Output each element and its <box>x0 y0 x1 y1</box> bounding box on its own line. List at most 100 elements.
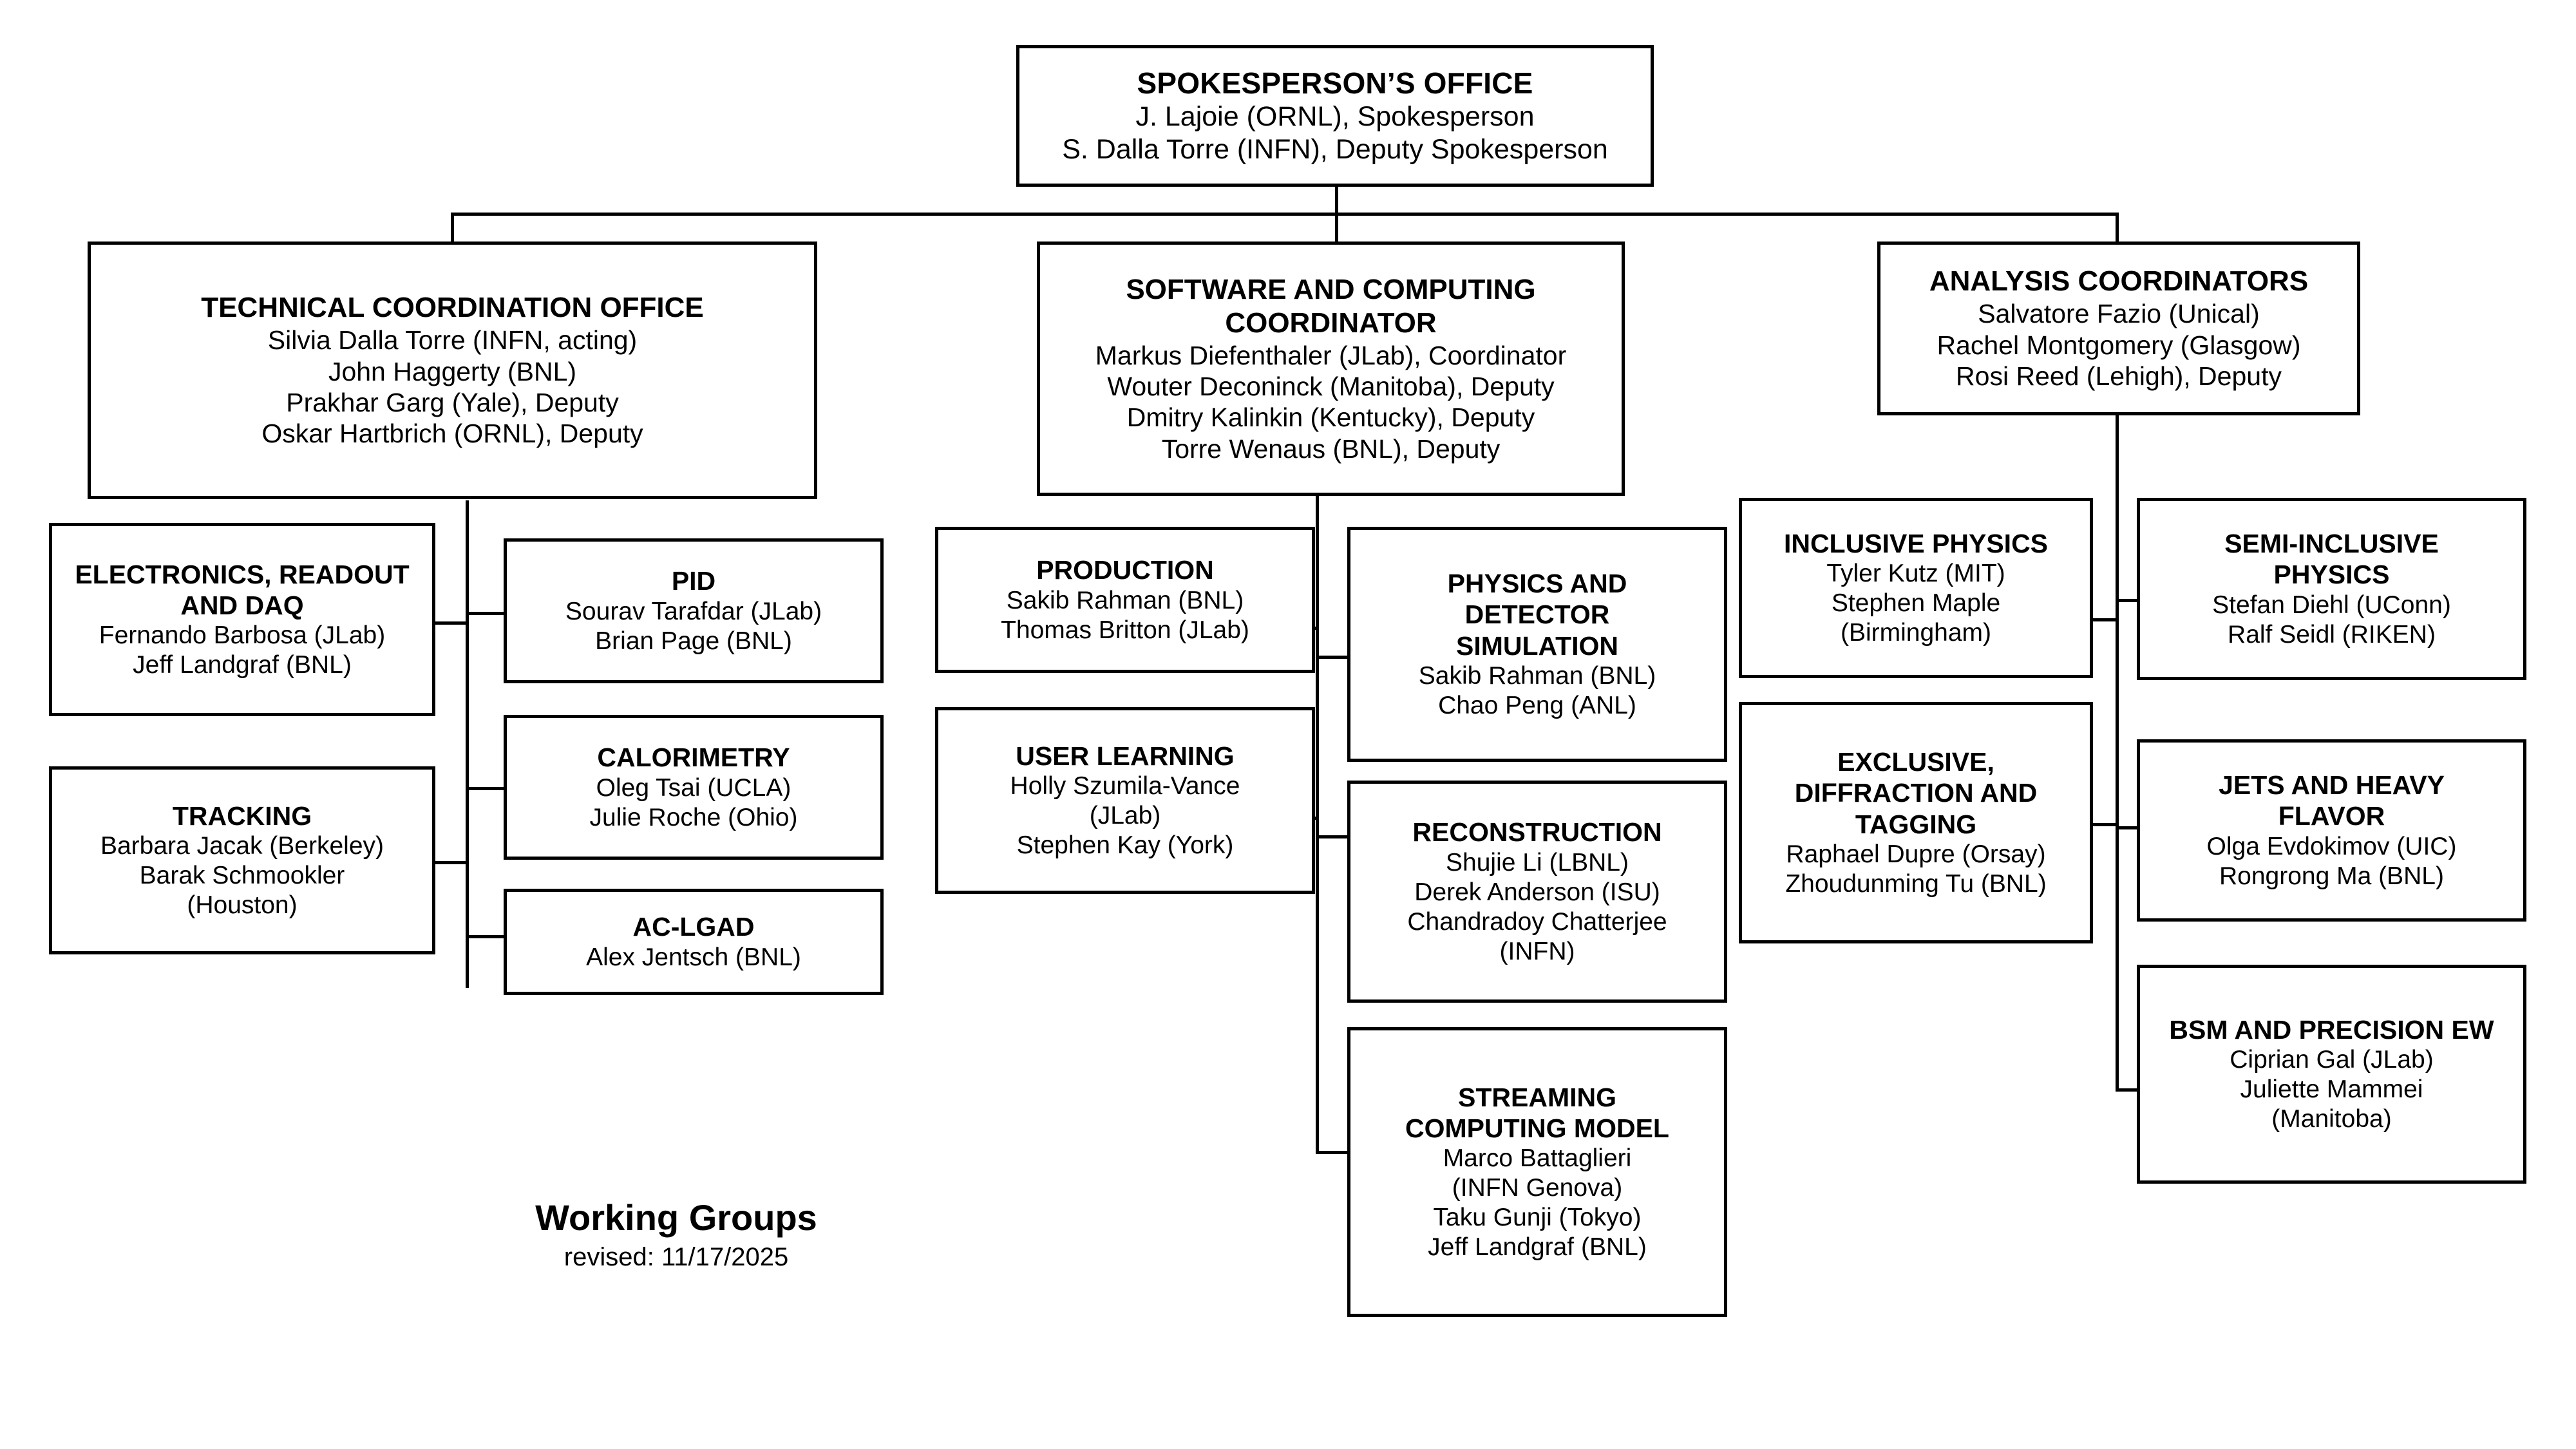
connector-sc-spine <box>1316 496 1319 1153</box>
node-member: Rosi Reed (Lehigh), Deputy <box>1956 361 2282 392</box>
node-member: Fernando Barbosa (JLab) <box>99 621 386 650</box>
node-title: STREAMING COMPUTING MODEL <box>1405 1082 1669 1143</box>
node-exclusive-diffraction-tagging[interactable]: EXCLUSIVE, DIFFRACTION AND TAGGING Rapha… <box>1739 702 2093 943</box>
node-title: PRODUCTION <box>1036 555 1214 585</box>
node-member: Dmitry Kalinkin (Kentucky), Deputy <box>1126 402 1535 433</box>
connector-ac-to-bsm-precision-ew <box>2116 1088 2145 1092</box>
connector-spokesperson-stem <box>1335 184 1338 216</box>
node-reconstruction[interactable]: RECONSTRUCTION Shujie Li (LBNL) Derek An… <box>1347 781 1727 1003</box>
node-member: (Manitoba) <box>2271 1105 2392 1133</box>
node-member: Alex Jentsch (BNL) <box>586 943 801 971</box>
node-title: ANALYSIS COORDINATORS <box>1929 265 2309 298</box>
node-member: Tyler Kutz (MIT) <box>1826 560 2005 588</box>
node-member: Stefan Diehl (UConn) <box>2212 591 2451 619</box>
node-title: RECONSTRUCTION <box>1412 817 1662 848</box>
node-member: Zhoudunming Tu (BNL) <box>1785 870 2047 898</box>
node-pid[interactable]: PID Sourav Tarafdar (JLab) Brian Page (B… <box>504 538 884 683</box>
node-software-and-computing-coordinator[interactable]: SOFTWARE AND COMPUTING COORDINATOR Marku… <box>1037 242 1625 496</box>
node-title: SEMI-INCLUSIVE PHYSICS <box>2224 529 2439 590</box>
node-streaming-computing-model[interactable]: STREAMING COMPUTING MODEL Marco Battagli… <box>1347 1027 1727 1317</box>
node-member: Chao Peng (ANL) <box>1438 692 1636 720</box>
node-member: Chandradoy Chatterjee <box>1407 907 1667 936</box>
node-member: (Birmingham) <box>1840 619 1992 647</box>
node-title: USER LEARNING <box>1016 741 1235 771</box>
node-title: PHYSICS AND DETECTOR SIMULATION <box>1447 568 1627 661</box>
node-member: Sakib Rahman (BNL) <box>1006 586 1244 614</box>
connector-tco-to-tracking <box>433 861 469 864</box>
node-member: Thomas Britton (JLab) <box>1001 616 1249 644</box>
node-title: TRACKING <box>172 800 312 831</box>
node-member: John Haggerty (BNL) <box>328 356 577 386</box>
connector-ac-to-exclusive-diffraction <box>2080 823 2119 826</box>
node-member: Salvatore Fazio (Unical) <box>1978 299 2260 329</box>
node-member: Julie Roche (Ohio) <box>589 803 798 831</box>
node-inclusive-physics[interactable]: INCLUSIVE PHYSICS Tyler Kutz (MIT) Steph… <box>1739 498 2093 678</box>
node-member: Sakib Rahman (BNL) <box>1418 662 1656 690</box>
node-jets-and-heavy-flavor[interactable]: JETS AND HEAVY FLAVOR Olga Evdokimov (UI… <box>2137 739 2526 922</box>
connector-top-bus <box>451 213 2119 216</box>
node-member: J. Lajoie (ORNL), Spokesperson <box>1135 101 1535 133</box>
node-calorimetry[interactable]: CALORIMETRY Oleg Tsai (UCLA) Julie Roche… <box>504 715 884 860</box>
node-member: Torre Wenaus (BNL), Deputy <box>1161 433 1501 464</box>
connector-tco-spine <box>466 500 469 988</box>
connector-ac-to-semi-inclusive-physics <box>2116 599 2145 602</box>
node-physics-and-detector-simulation[interactable]: PHYSICS AND DETECTOR SIMULATION Sakib Ra… <box>1347 527 1727 762</box>
node-title: BSM AND PRECISION EW <box>2169 1014 2494 1045</box>
node-member: Oskar Hartbrich (ORNL), Deputy <box>261 419 643 449</box>
caption-title: Working Groups <box>535 1197 817 1238</box>
node-member: (INFN Genova) <box>1452 1174 1623 1202</box>
node-member: Raphael Dupre (Orsay) <box>1786 840 2046 869</box>
node-analysis-coordinators[interactable]: ANALYSIS COORDINATORS Salvatore Fazio (U… <box>1877 242 2360 415</box>
node-title: AC-LGAD <box>632 912 755 942</box>
connector-ac-spine <box>2116 415 2119 1090</box>
node-semi-inclusive-physics[interactable]: SEMI-INCLUSIVE PHYSICS Stefan Diehl (UCo… <box>2137 498 2526 680</box>
node-member: Marco Battaglieri <box>1443 1144 1632 1173</box>
node-member: Barak Schmookler <box>139 862 345 890</box>
node-bsm-and-precision-ew[interactable]: BSM AND PRECISION EW Ciprian Gal (JLab) … <box>2137 965 2526 1184</box>
node-member: (INFN) <box>1499 937 1575 965</box>
connector-ac-to-inclusive-physics <box>2080 618 2119 621</box>
connector-tco-to-calorimetry <box>466 787 504 790</box>
connector-drop-technical-coordination <box>451 213 454 243</box>
connector-drop-software-computing <box>1335 213 1338 243</box>
node-ac-lgad[interactable]: AC-LGAD Alex Jentsch (BNL) <box>504 889 884 995</box>
connector-sc-to-physics-detector-simulation <box>1316 656 1351 659</box>
node-title: INCLUSIVE PHYSICS <box>1783 528 2049 558</box>
node-member: Prakhar Garg (Yale), Deputy <box>286 387 619 417</box>
connector-tco-to-pid <box>466 612 504 615</box>
node-title: EXCLUSIVE, DIFFRACTION AND TAGGING <box>1794 746 2038 839</box>
node-member: Juliette Mammei <box>2240 1075 2423 1104</box>
node-electronics-readout-daq[interactable]: ELECTRONICS, READOUT AND DAQ Fernando Ba… <box>49 523 435 716</box>
node-member: Markus Diefenthaler (JLab), Coordinator <box>1095 340 1567 370</box>
node-member: Holly Szumila-Vance <box>1010 772 1240 800</box>
node-member: Rachel Montgomery (Glasgow) <box>1937 330 2301 360</box>
connector-tco-to-ac-lgad <box>466 935 504 938</box>
node-title: SOFTWARE AND COMPUTING COORDINATOR <box>1126 273 1536 339</box>
connector-sc-to-streaming-computing-model <box>1316 1151 1351 1154</box>
node-member: Ciprian Gal (JLab) <box>2230 1046 2434 1074</box>
node-member: Taku Gunji (Tokyo) <box>1433 1204 1642 1232</box>
node-member: Barbara Jacak (Berkeley) <box>100 832 384 860</box>
node-title: SPOKESPERSON’S OFFICE <box>1137 66 1533 100</box>
connector-ac-to-jets-heavy-flavor <box>2116 826 2145 829</box>
node-spokesperson-office[interactable]: SPOKESPERSON’S OFFICE J. Lajoie (ORNL), … <box>1016 45 1654 187</box>
node-member: S. Dalla Torre (INFN), Deputy Spokespers… <box>1062 134 1608 166</box>
node-member: Stephen Maple <box>1831 589 2001 618</box>
connector-tco-to-electronics <box>433 621 469 625</box>
node-tracking[interactable]: TRACKING Barbara Jacak (Berkeley) Barak … <box>49 766 435 954</box>
node-member: Silvia Dalla Torre (INFN, acting) <box>267 325 638 355</box>
node-member: Shujie Li (LBNL) <box>1446 848 1629 876</box>
node-member: (Houston) <box>187 891 298 920</box>
working-groups-caption: Working Groups revised: 11/17/2025 <box>509 1198 844 1273</box>
node-technical-coordination-office[interactable]: TECHNICAL COORDINATION OFFICE Silvia Dal… <box>88 242 817 499</box>
node-member: Olga Evdokimov (UIC) <box>2206 832 2457 860</box>
node-title: TECHNICAL COORDINATION OFFICE <box>201 292 704 324</box>
node-member: Rongrong Ma (BNL) <box>2219 862 2444 890</box>
node-user-learning[interactable]: USER LEARNING Holly Szumila-Vance (JLab)… <box>935 707 1315 894</box>
node-member: Wouter Deconinck (Manitoba), Deputy <box>1107 372 1555 402</box>
node-production[interactable]: PRODUCTION Sakib Rahman (BNL) Thomas Bri… <box>935 527 1315 673</box>
node-member: Oleg Tsai (UCLA) <box>596 773 791 802</box>
node-member: Jeff Landgraf (BNL) <box>1428 1233 1647 1262</box>
connector-drop-analysis-coordinators <box>2116 213 2119 243</box>
